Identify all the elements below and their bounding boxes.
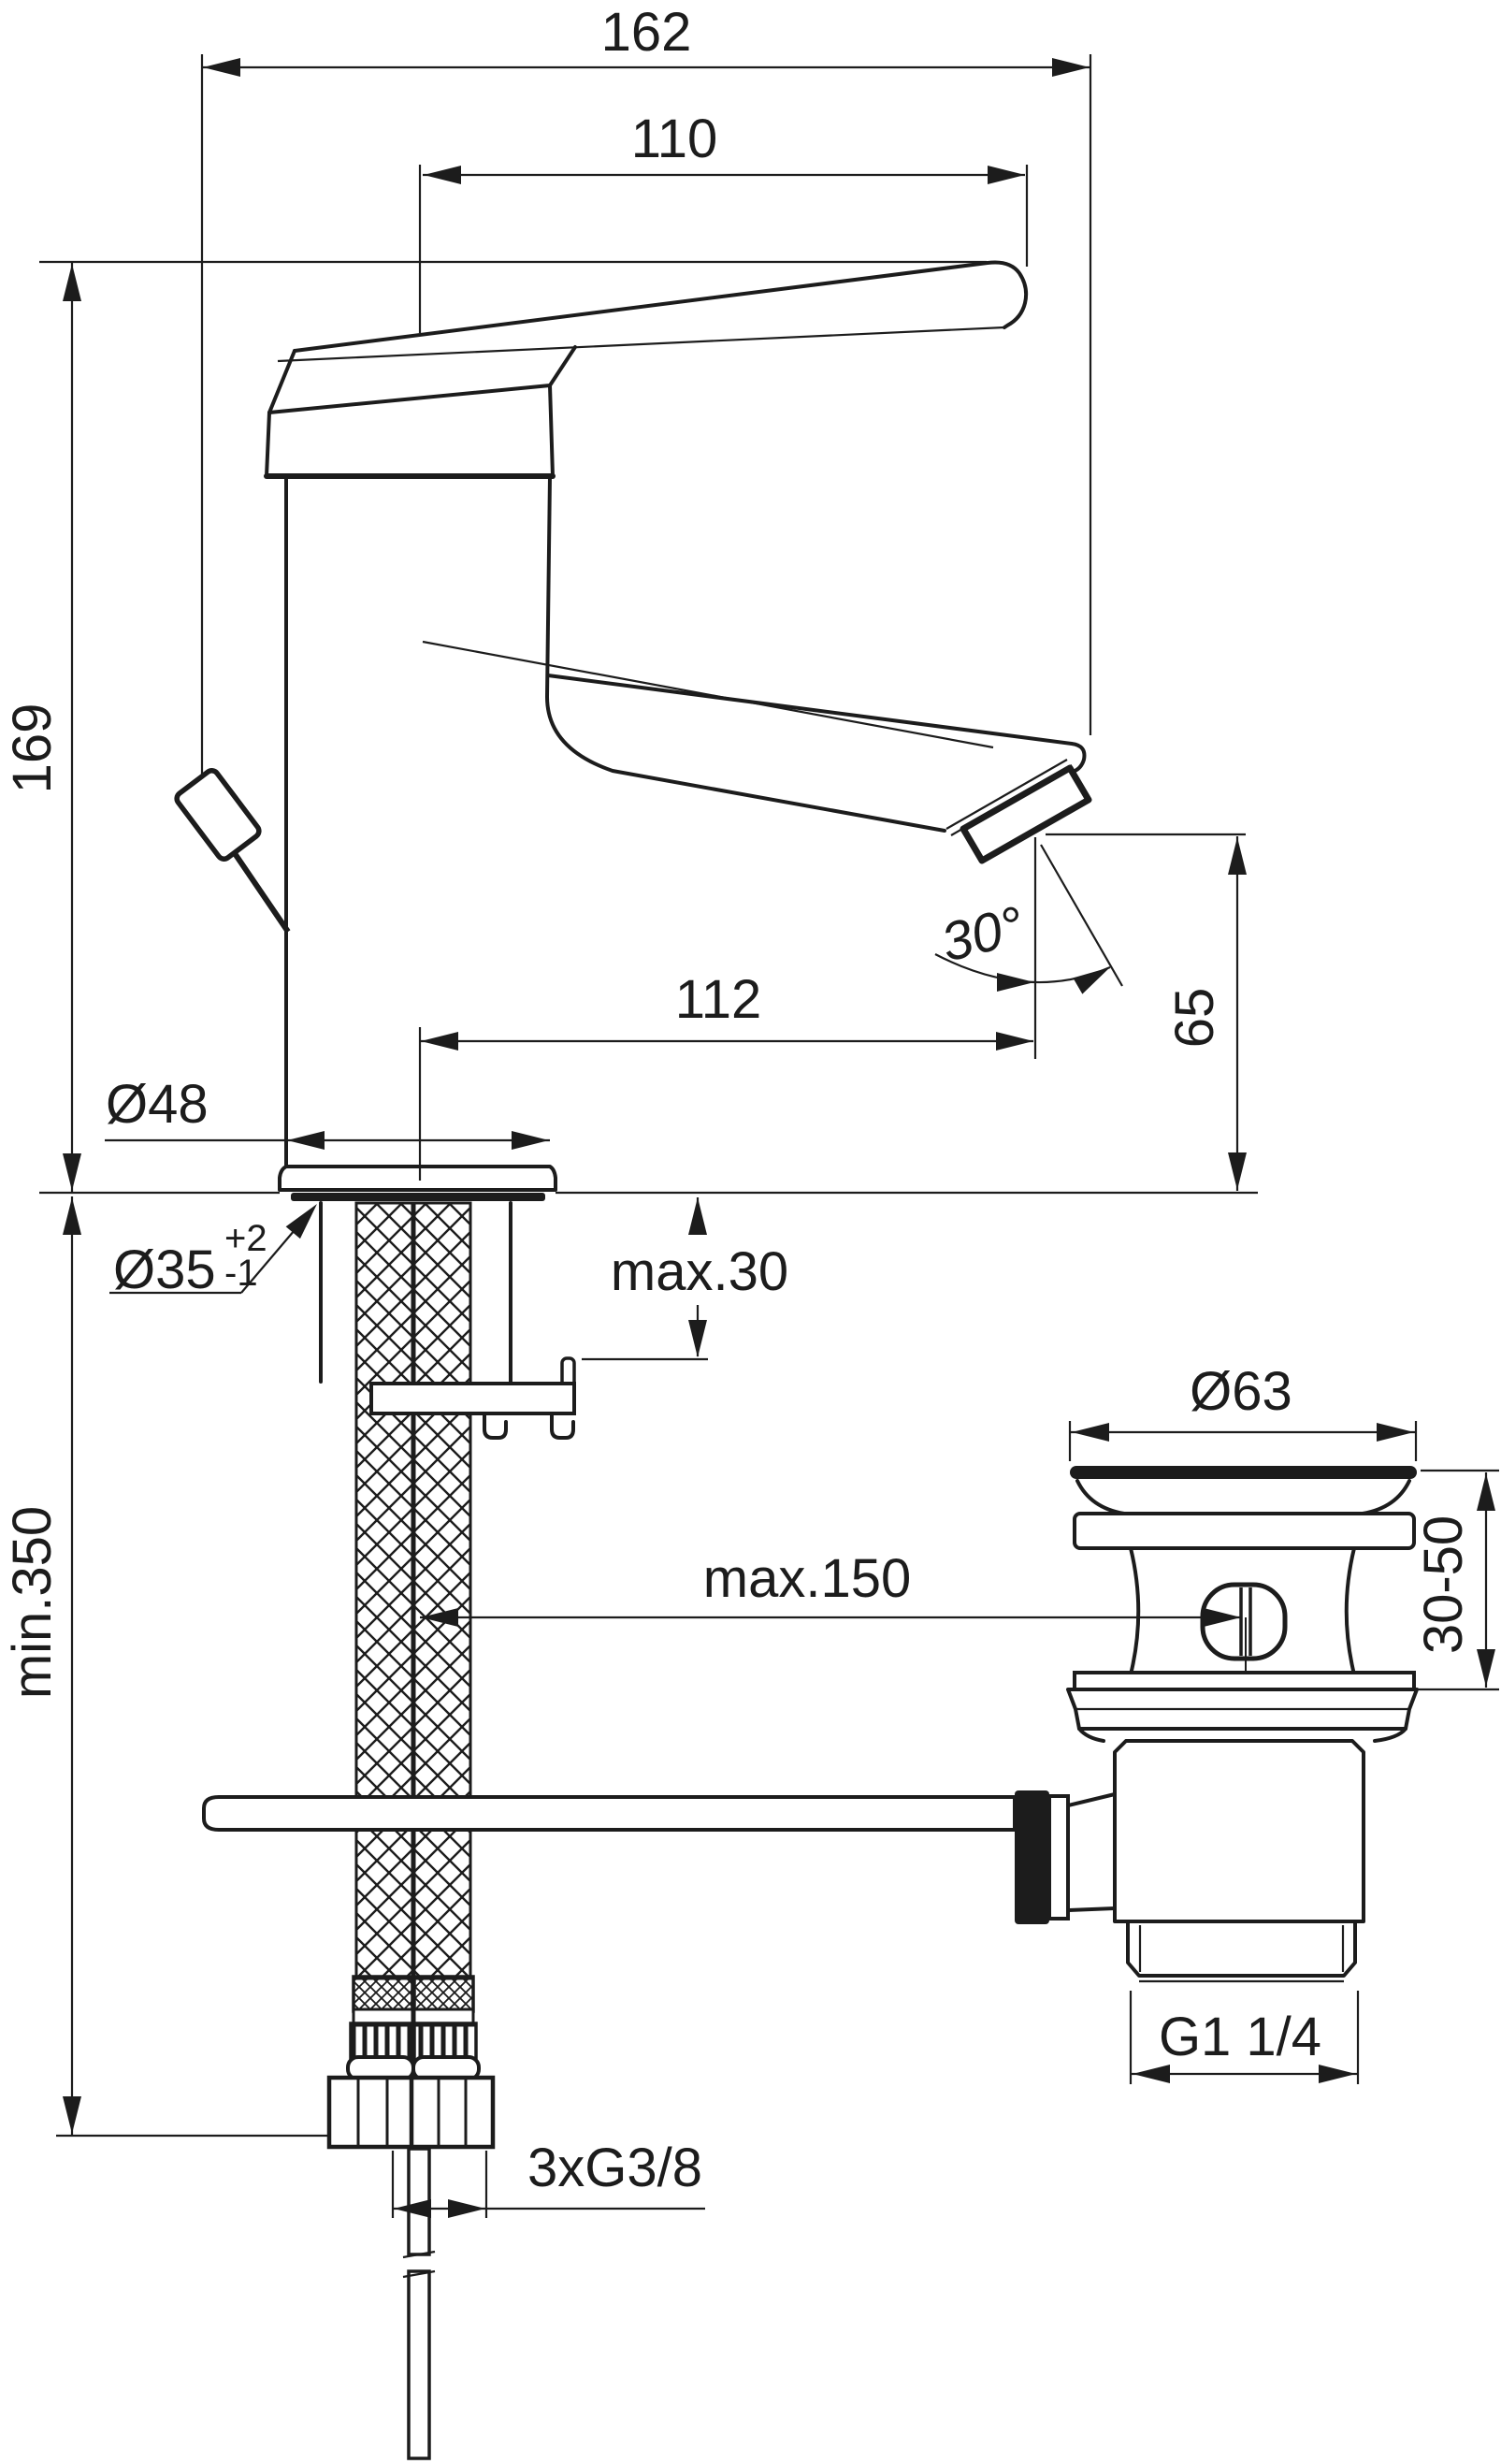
dim-3xg38-label: 3xG3/8 <box>527 2138 702 2198</box>
dim-65: 65 <box>1046 833 1247 1191</box>
pull-rod-knob <box>174 768 291 934</box>
dim-30deg-label: 30° <box>935 894 1030 973</box>
pull-rod-socket <box>1015 1790 1117 1924</box>
dim-d35-tol-minus: -1 <box>224 1253 258 1294</box>
dim-d35-label: Ø35 <box>113 1239 216 1300</box>
dim-d63-label: Ø63 <box>1190 1361 1292 1422</box>
fixing-clamp <box>369 1356 576 1440</box>
dim-d63: Ø63 <box>1068 1361 1418 1461</box>
pull-rod-horizontal <box>202 1795 1017 1832</box>
dim-30-50-label: 30-50 <box>1413 1515 1474 1654</box>
waste-thread-section <box>1126 1920 1357 1983</box>
hose-crimp-ferrule <box>412 1975 475 2013</box>
dim-d48-label: Ø48 <box>106 1074 209 1135</box>
dim-169: 169 <box>2 263 81 1192</box>
handle-skirt <box>264 345 577 479</box>
faucet-body <box>174 260 1092 1201</box>
dim-65-label: 65 <box>1164 988 1225 1049</box>
supply-hoses <box>326 1201 496 2150</box>
dim-169-label: 169 <box>2 703 63 794</box>
dim-d48: Ø48 <box>105 1074 550 1150</box>
dim-max150: max.150 <box>420 1548 1241 1627</box>
waste-tailpiece <box>1113 1739 1365 1923</box>
dim-112: 112 <box>418 969 1033 1181</box>
dim-3xg38: 3xG3/8 <box>391 2138 705 2218</box>
dim-112-label: 112 <box>675 969 761 1030</box>
dim-d35-tol-plus: +2 <box>224 1218 267 1259</box>
dim-max30: max.30 <box>582 1197 788 1361</box>
dim-d35: Ø35 +2 -1 <box>109 1197 325 1300</box>
dim-162-label: 162 <box>601 2 692 63</box>
dim-min350: min.350 <box>2 1196 329 2138</box>
dim-outlet-angle: 30° <box>934 837 1123 1059</box>
spout <box>284 474 1092 1168</box>
dim-110-label: 110 <box>631 109 717 169</box>
waste-plug-flange <box>1070 1466 1417 1479</box>
deck-reference-line <box>39 260 1258 1195</box>
base-gasket <box>291 1193 545 1201</box>
hose-crimp-ferrule <box>352 1975 414 2013</box>
dim-max150-label: max.150 <box>703 1548 911 1609</box>
dim-g114: G1 1/4 <box>1129 1991 1360 2084</box>
hose-hex-nuts <box>326 2075 496 2150</box>
base-flange <box>278 1165 557 1201</box>
threaded-shank <box>319 1201 512 1384</box>
pop-up-waste <box>1015 1466 1419 1983</box>
aerator <box>960 764 1092 864</box>
handle-lever <box>267 260 1029 414</box>
dim-g114-label: G1 1/4 <box>1159 2007 1321 2067</box>
dim-162: 162 <box>200 2 1092 775</box>
dim-min350-label: min.350 <box>2 1506 63 1699</box>
dim-110: 110 <box>418 109 1029 333</box>
pull-rod-vertical <box>402 2147 436 2460</box>
dim-30-50: 30-50 <box>1413 1469 1499 1691</box>
dim-max30-label: max.30 <box>611 1241 788 1302</box>
waste-lever-hole <box>1200 1582 1288 1671</box>
